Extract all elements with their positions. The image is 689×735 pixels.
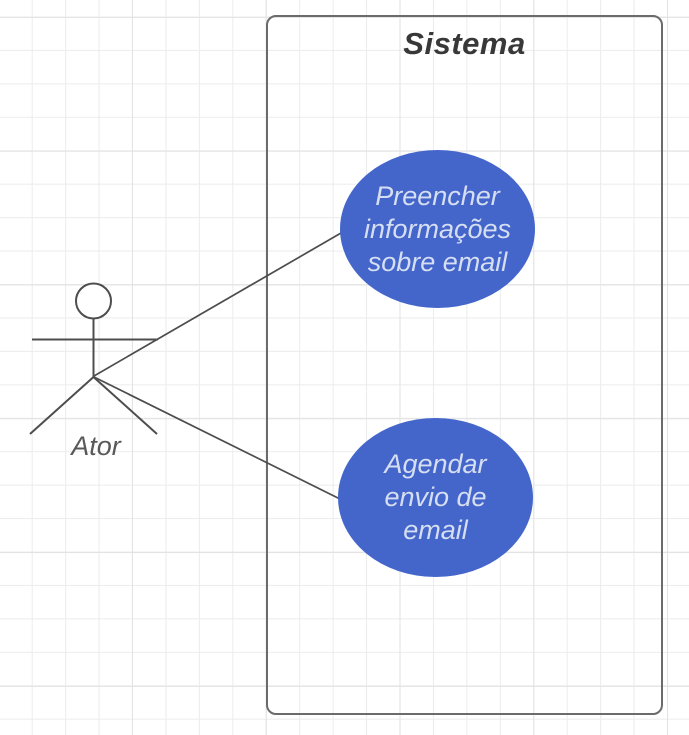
association-actor-uc1[interactable] [93, 232, 342, 377]
actor-label: Ator [71, 431, 121, 461]
association-actor-uc2[interactable] [93, 376, 341, 500]
use-case-agendar-envio[interactable]: Agendar envio de email [338, 418, 533, 577]
system-boundary[interactable]: Sistema [266, 15, 663, 715]
actor-right-leg-line [92, 376, 158, 435]
use-case-label: Preencher informações sobre email [363, 180, 512, 277]
use-case-label: Agendar envio de email [384, 449, 487, 545]
actor-left-leg-line [29, 376, 95, 435]
use-case-preencher-informacoes[interactable]: Preencher informações sobre email [340, 150, 535, 308]
actor-figure[interactable] [29, 282, 158, 435]
actor-head-icon [75, 282, 112, 320]
system-title: Sistema [403, 26, 526, 61]
